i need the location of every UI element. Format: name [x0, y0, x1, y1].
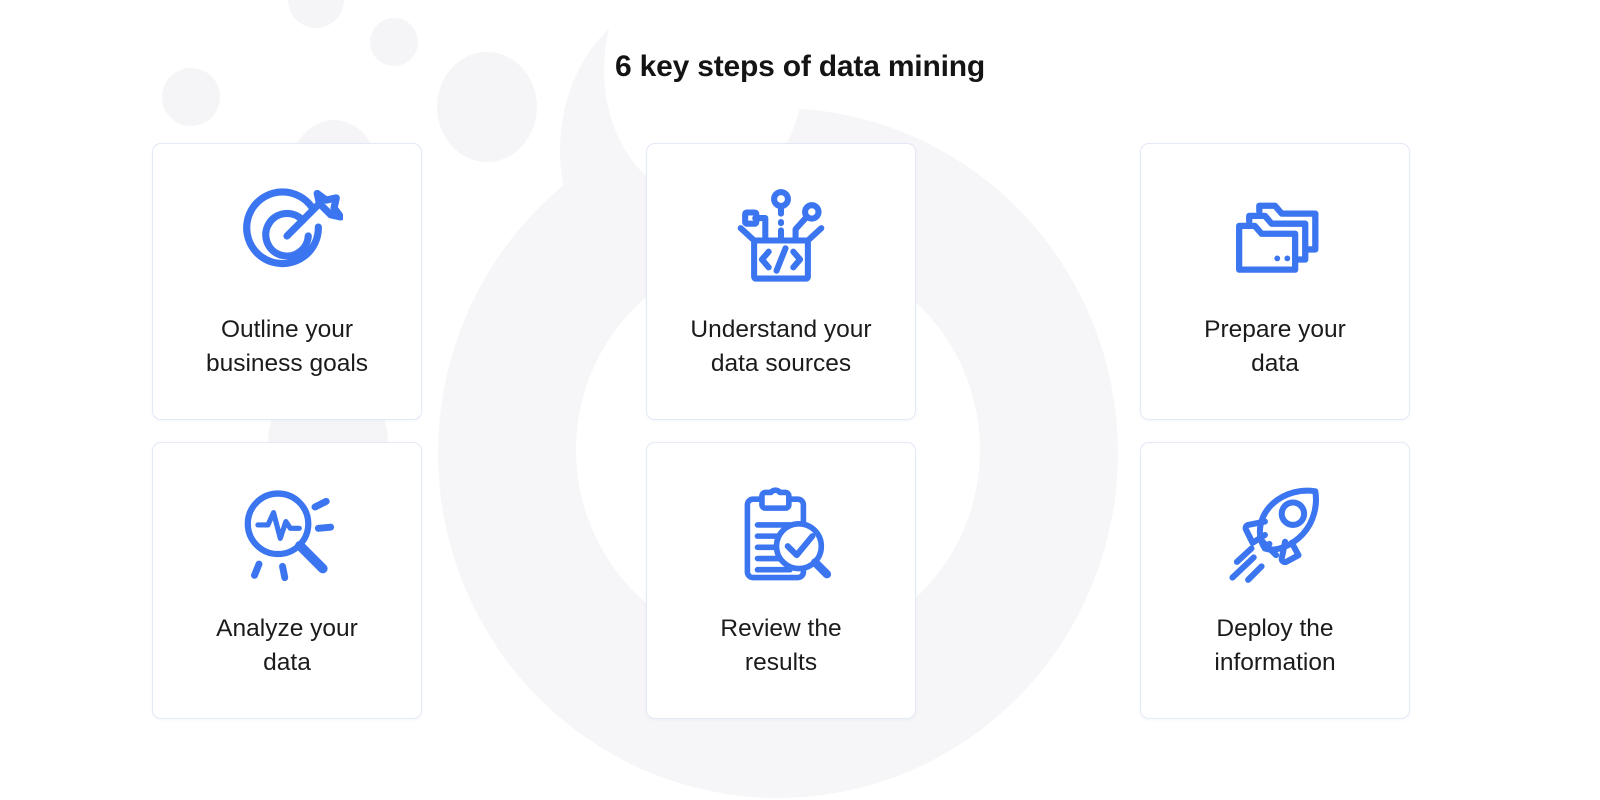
step-card-outline-business-goals[interactable]: Outline your business goals [152, 143, 422, 420]
step-card-deploy-information[interactable]: Deploy the information [1140, 442, 1410, 719]
target-arrow-icon [228, 177, 346, 295]
clipboard-check-magnifier-icon [722, 476, 840, 594]
code-box-icon [722, 177, 840, 295]
step-card-label: Outline your business goals [205, 316, 369, 377]
rocket-icon [1216, 476, 1334, 594]
steps-grid: Outline your business goals [152, 143, 1410, 719]
step-card-label: Review the results [720, 615, 842, 676]
step-card-review-results[interactable]: Review the results [646, 442, 916, 719]
step-card-label: Understand your data sources [690, 316, 872, 377]
step-card-label: Deploy the information [1214, 615, 1336, 676]
step-card-prepare-data[interactable]: Prepare your data [1140, 143, 1410, 420]
page-title: 6 key steps of data mining [615, 50, 985, 83]
magnifier-pulse-icon [228, 476, 346, 594]
step-card-understand-data-sources[interactable]: Understand your data sources [646, 143, 916, 420]
background-dot-2 [288, 0, 344, 28]
step-card-label: Analyze your data [216, 615, 358, 676]
step-card-label: Prepare your data [1204, 316, 1346, 377]
step-card-analyze-data[interactable]: Analyze your data [152, 442, 422, 719]
folders-icon [1216, 177, 1334, 295]
